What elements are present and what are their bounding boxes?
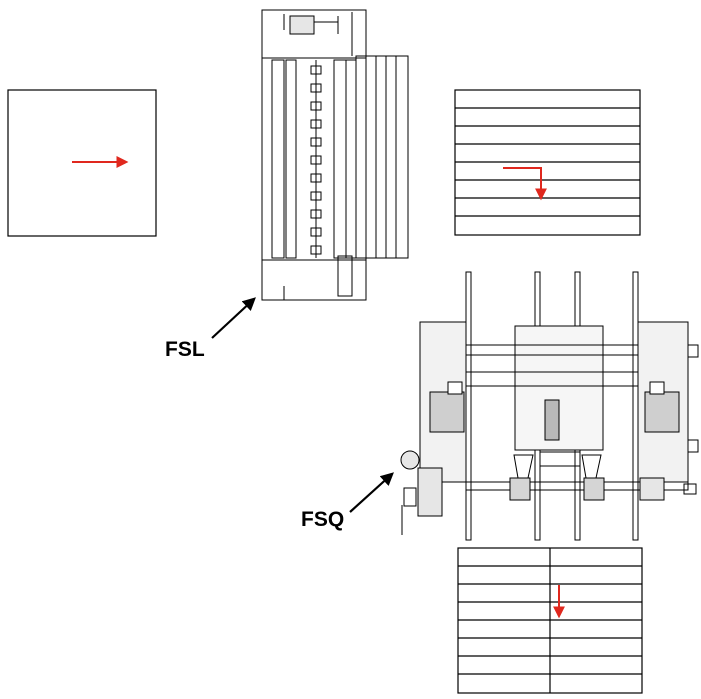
fsl-label: FSL [165,338,205,361]
input-sheet [7,89,157,237]
fsq-pointer-arrow [349,472,394,513]
fsl-machine [261,9,409,301]
fsq-label: FSQ [301,508,345,531]
fsl-pointer-arrow [211,297,256,339]
slit-strips [454,89,641,236]
slitter-knives [310,65,322,255]
fsq-machine [400,271,699,541]
cut-sheets [457,547,643,694]
strip-direction-arrow [503,167,547,201]
